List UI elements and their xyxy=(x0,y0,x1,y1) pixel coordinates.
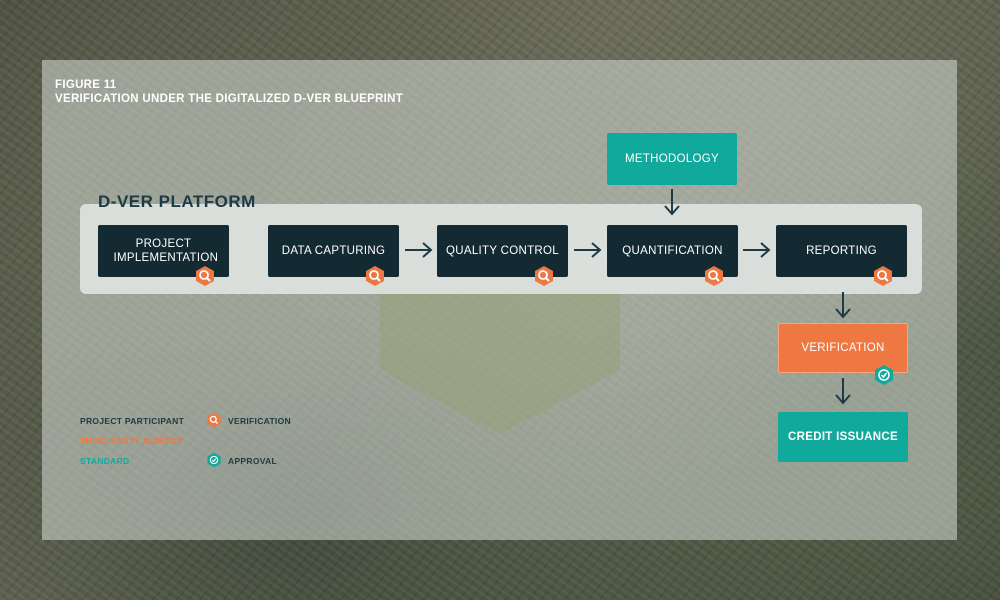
magnifier-icon xyxy=(194,265,216,287)
legend-approval: APPROVAL xyxy=(228,456,277,466)
credit-issuance-box: CREDIT ISSUANCE xyxy=(778,412,908,462)
legend-third-party-auditor: THIRD-PARTY AUDITOR xyxy=(80,436,184,446)
figure-header: FIGURE 11 VERIFICATION UNDER THE DIGITAL… xyxy=(55,78,403,106)
verification-label: VERIFICATION xyxy=(801,342,885,354)
magnifier-icon xyxy=(703,265,725,287)
methodology-box: METHODOLOGY xyxy=(607,133,737,185)
figure-title: VERIFICATION UNDER THE DIGITALIZED D-VER… xyxy=(55,93,404,105)
arrow-down-icon xyxy=(835,292,851,319)
methodology-label: METHODOLOGY xyxy=(624,153,720,165)
figure-number: FIGURE 11 xyxy=(55,79,117,91)
data-capturing-label: DATA CAPTURING xyxy=(281,245,386,257)
arrow-right-icon xyxy=(574,242,602,258)
legend-project-participant: PROJECT PARTICIPANT xyxy=(80,416,185,426)
check-circle-icon xyxy=(206,452,222,468)
arrow-right-icon xyxy=(743,242,771,258)
project-implementation-box: PROJECT IMPLEMENTATION xyxy=(98,225,229,277)
legend-standard: STANDARD xyxy=(80,456,130,466)
credit-issuance-label: CREDIT ISSUANCE xyxy=(788,431,898,443)
magnifier-icon xyxy=(206,412,222,428)
magnifier-icon xyxy=(872,265,894,287)
quantification-box: QUANTIFICATION xyxy=(607,225,738,277)
arrow-down-icon xyxy=(835,378,851,405)
reporting-box: REPORTING xyxy=(776,225,907,277)
magnifier-icon xyxy=(533,265,555,287)
project-implementation-label: PROJECT IMPLEMENTATION xyxy=(113,238,219,264)
reporting-label: REPORTING xyxy=(806,245,877,257)
quantification-label: QUANTIFICATION xyxy=(622,245,723,257)
verification-box: VERIFICATION xyxy=(778,323,908,373)
quality-control-label: QUALITY CONTROL xyxy=(446,245,559,257)
arrow-down-icon xyxy=(664,189,680,216)
arrow-right-icon xyxy=(405,242,433,258)
platform-title: D-VER PLATFORM xyxy=(98,192,256,211)
legend-verification: VERIFICATION xyxy=(228,416,291,426)
magnifier-icon xyxy=(364,265,386,287)
check-circle-icon xyxy=(873,364,895,386)
